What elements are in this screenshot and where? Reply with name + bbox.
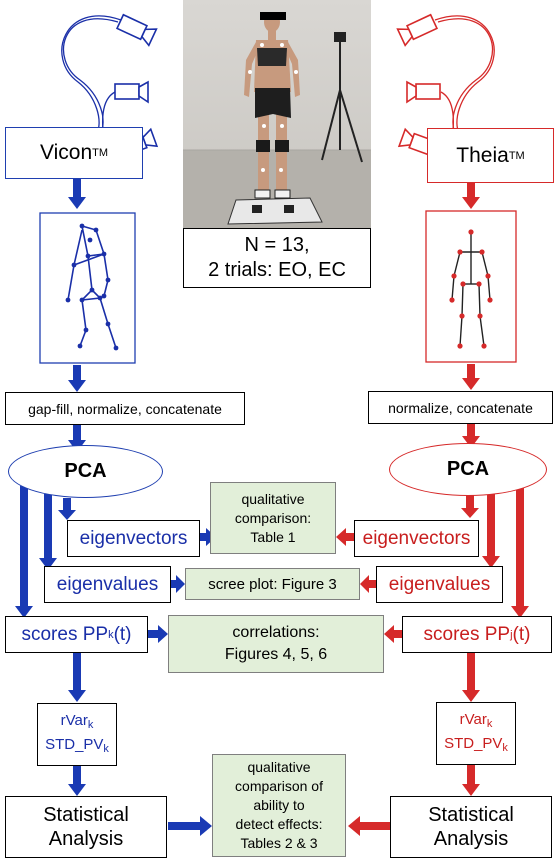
theia-pca-node: PCA (389, 443, 547, 496)
correlations-line-2: Figures 4, 5, 6 (224, 646, 328, 663)
vicon-rvar-line: rVark (61, 711, 94, 735)
vicon-scores-label: scores PP (21, 623, 109, 645)
theia-tm: TM (508, 149, 525, 162)
vicon-flow-arrows (15, 177, 216, 836)
theia-preprocess-box: normalize, concatenate (368, 391, 553, 424)
vicon-eigenvalues-box: eigenvalues (44, 566, 171, 603)
theia-rvar-label: rVar (459, 710, 487, 728)
theia-eigenvalues-label: eigenvalues (388, 573, 491, 595)
theia-rvar-sub: k (486, 717, 493, 730)
theia-label: Theia (456, 143, 509, 167)
vicon-eigenvectors-label: eigenvectors (79, 527, 188, 549)
vicon-scores-sub: k (108, 628, 114, 641)
vicon-preprocess-box: gap-fill, normalize, concatenate (5, 392, 245, 425)
vicon-tm: TM (92, 147, 109, 159)
theia-eigenvalues-box: eigenvalues (376, 566, 503, 603)
theia-joints (449, 229, 493, 349)
vicon-eigenvectors-box: eigenvectors (67, 520, 200, 557)
effects-line-3: ability to (253, 797, 305, 813)
vicon-pca-label: PCA (64, 460, 107, 482)
effects-line-2: comparison of (235, 778, 323, 794)
vicon-markers (65, 223, 119, 351)
vicon-stat-line-1: Statistical (43, 804, 129, 826)
theia-rvar-line: rVark (460, 710, 493, 734)
vicon-rvar-sub: k (87, 718, 94, 731)
theia-statistical-analysis-box: Statistical Analysis (390, 796, 552, 858)
theia-scores-sub: j (510, 628, 513, 641)
theia-flow-arrows (336, 181, 529, 836)
vicon-stat-line-2: Analysis (48, 828, 124, 850)
vicon-scores-tail: (t) (113, 623, 132, 645)
theia-scores-label: scores PP (423, 623, 511, 645)
theia-stat-line-1: Statistical (428, 804, 514, 826)
vicon-metrics-box: rVark STD_PVk (37, 703, 117, 766)
effects-line-1: qualitative (247, 759, 311, 775)
vicon-statistical-analysis-box: Statistical Analysis (5, 796, 167, 858)
theia-eigenvectors-label: eigenvectors (362, 527, 471, 549)
vicon-std-sub: k (103, 742, 109, 755)
photo-caption: N = 13, 2 trials: EO, EC (183, 228, 371, 288)
correlations-note: correlations: Figures 4, 5, 6 (168, 615, 384, 673)
theia-preprocess-label: normalize, concatenate (388, 399, 533, 416)
qualitative-line-2: comparison: (234, 509, 312, 526)
theia-scores-tail: (t) (512, 623, 531, 645)
scree-plot-label: scree plot: Figure 3 (208, 575, 337, 593)
theia-eigenvectors-box: eigenvectors (354, 520, 479, 557)
effects-line-5: Tables 2 & 3 (240, 835, 318, 851)
theia-std-line: STD_PVk (444, 734, 508, 758)
theia-stat-line-2: Analysis (433, 828, 509, 850)
vicon-preprocess-label: gap-fill, normalize, concatenate (28, 400, 222, 417)
scree-plot-note: scree plot: Figure 3 (185, 568, 360, 600)
correlations-line-1: correlations: (232, 624, 320, 641)
vicon-std-line: STD_PVk (45, 735, 109, 759)
qualitative-line-1: qualitative (241, 490, 305, 507)
effects-comparison-note: qualitative comparison of ability to det… (212, 754, 346, 857)
effects-line-4: detect effects: (235, 816, 323, 832)
theia-metrics-box: rVark STD_PVk (436, 702, 516, 765)
theia-std-label: STD_PV (444, 734, 503, 752)
participant-photo (183, 0, 371, 228)
qualitative-line-3: Table 1 (250, 528, 296, 545)
vicon-eigenvalues-label: eigenvalues (56, 573, 159, 595)
vicon-std-label: STD_PV (45, 735, 104, 753)
caption-line-2: 2 trials: EO, EC (208, 259, 346, 281)
qualitative-comparison-note: qualitative comparison: Table 1 (210, 482, 336, 554)
theia-std-sub: k (502, 741, 508, 754)
vicon-pca-node: PCA (8, 445, 163, 498)
theia-pca-label: PCA (446, 458, 490, 480)
vicon-label: Vicon (39, 141, 93, 164)
caption-line-1: N = 13, (244, 234, 310, 256)
vicon-rvar-label: rVar (60, 711, 88, 729)
